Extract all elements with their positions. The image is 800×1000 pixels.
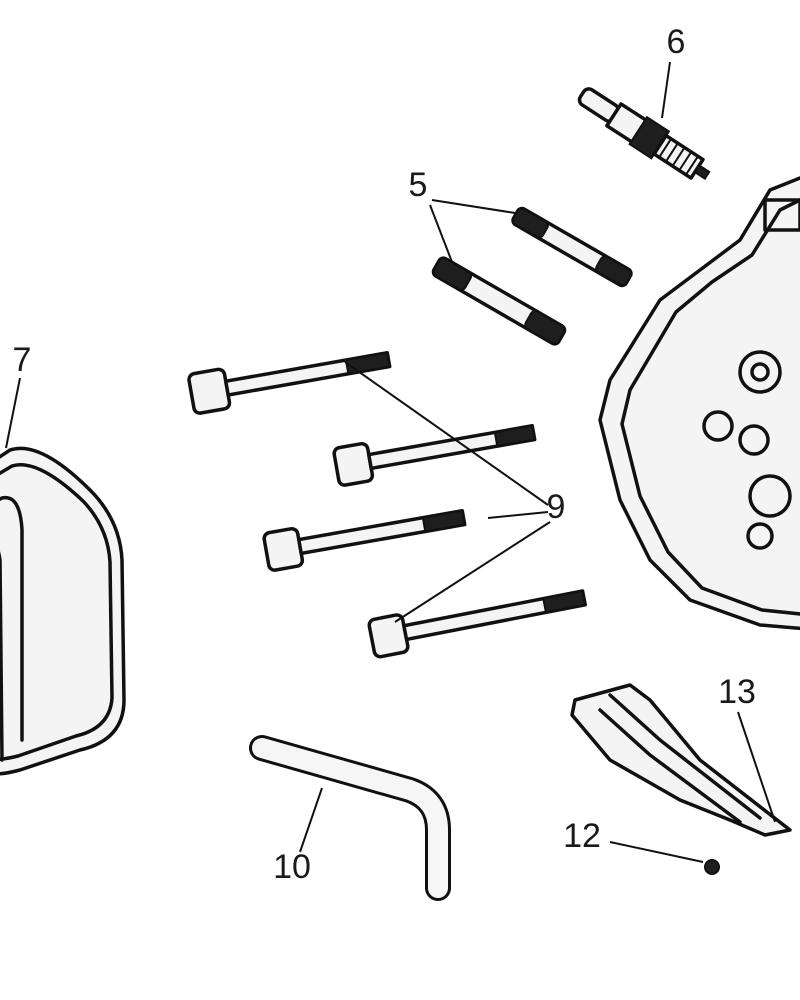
bolt-1 <box>187 350 392 415</box>
callout-13: 13 <box>718 673 756 711</box>
small-bolt <box>704 859 720 875</box>
bolt-2 <box>332 423 537 487</box>
callout-10: 10 <box>273 848 311 886</box>
callout-6: 6 <box>666 23 686 61</box>
spark-plug <box>577 87 711 181</box>
cylinder-head-cover <box>0 446 126 776</box>
callout-7: 7 <box>12 341 32 379</box>
bent-pipe <box>249 735 451 901</box>
callout-9: 9 <box>546 488 566 526</box>
callout-5: 5 <box>408 166 428 204</box>
guide-plate <box>570 683 792 837</box>
bolt-3 <box>262 508 467 572</box>
leader-lines <box>5 61 776 863</box>
bolt-4 <box>367 589 587 659</box>
cylinder-head <box>598 176 800 631</box>
stud-upper <box>511 206 633 288</box>
callout-12: 12 <box>563 817 601 855</box>
stud-lower <box>431 256 567 346</box>
